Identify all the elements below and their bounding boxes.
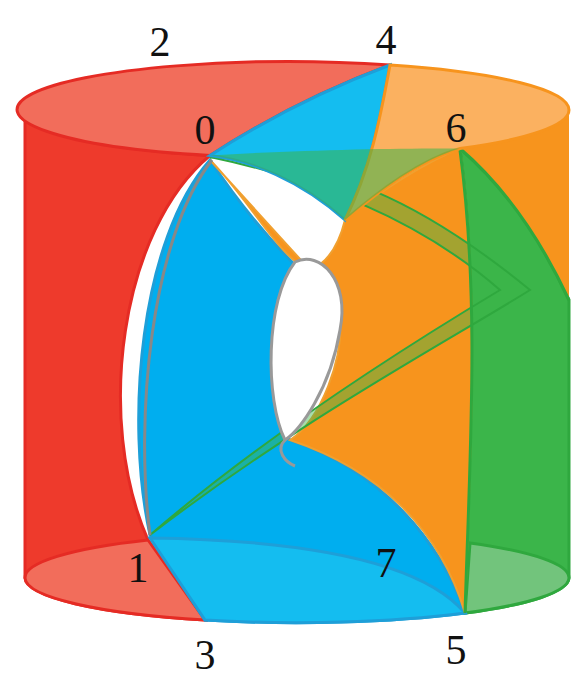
vertex-number: 6 <box>446 107 467 149</box>
green-edge <box>460 150 472 613</box>
vertex-number: 3 <box>195 634 216 676</box>
vertex-number: 1 <box>128 547 149 589</box>
vertex-number: 7 <box>376 542 397 584</box>
green-top-overlay <box>210 148 460 220</box>
vertex-number: 5 <box>446 629 467 671</box>
vertex-number: 4 <box>376 19 397 61</box>
green-bottom <box>465 543 569 613</box>
hole <box>271 259 342 440</box>
green-edge <box>210 148 569 300</box>
vertex-number: 2 <box>150 21 171 63</box>
hole-edge <box>281 440 295 466</box>
blue-bottom <box>150 538 465 623</box>
vertex-number: 0 <box>195 109 216 151</box>
inner-curve <box>145 160 212 535</box>
orange-top <box>345 65 569 220</box>
